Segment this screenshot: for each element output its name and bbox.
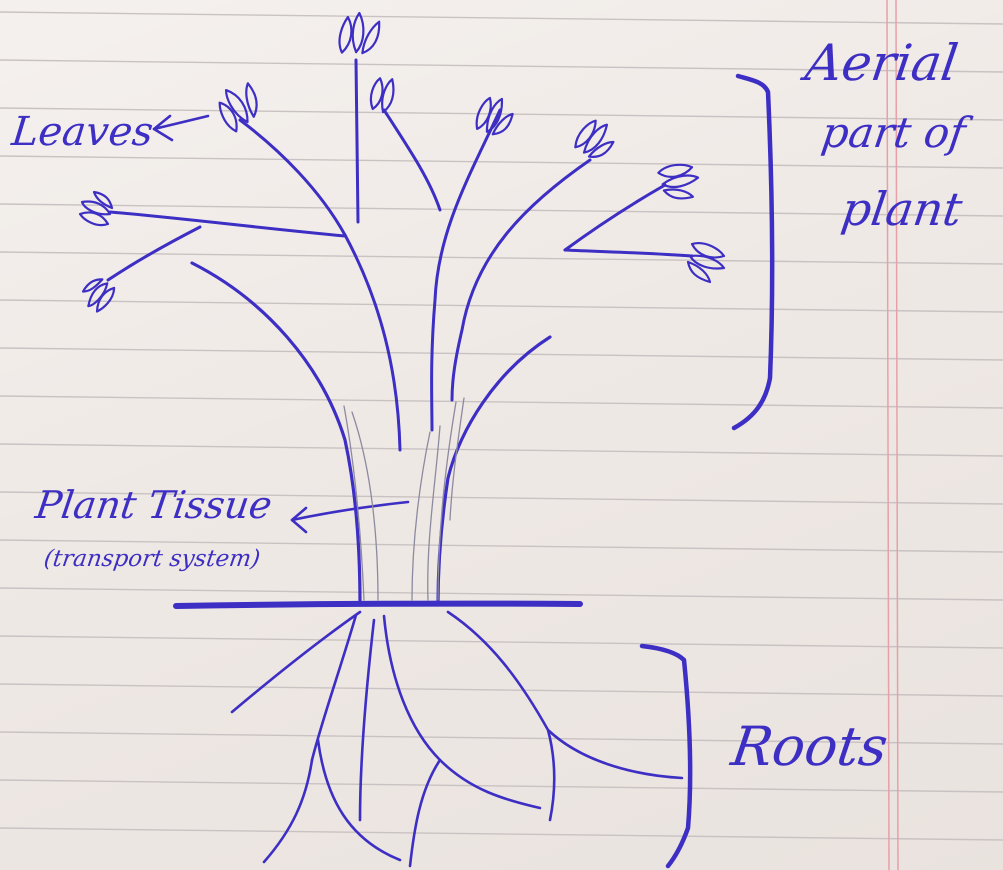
rule-line: [0, 251, 1003, 265]
rule-line: [0, 491, 1003, 505]
rule-line: [0, 731, 1003, 745]
notebook-rule-lines: [0, 11, 1003, 841]
aerial-label-line1: Aerial: [801, 34, 962, 92]
stem: [190, 108, 592, 606]
rule-line: [0, 827, 1003, 841]
tissue-arrow: [290, 500, 410, 534]
roots-bracket: [639, 643, 693, 869]
rule-line: [0, 299, 1003, 313]
aerial-label-line2: part of: [818, 108, 969, 157]
rule-line: [0, 395, 1003, 409]
rule-line: [0, 59, 1003, 73]
roots-label: Roots: [727, 715, 892, 778]
rule-line: [0, 347, 1003, 361]
rule-line: [0, 11, 1003, 25]
roots: [230, 610, 684, 868]
plant-tissue-label: Plant Tissue: [32, 483, 275, 527]
rule-line: [0, 155, 1003, 169]
notebook-margin: [886, 0, 899, 870]
branches: [106, 58, 694, 282]
ground-line: [173, 600, 583, 609]
rule-line: [0, 203, 1003, 217]
leaves-arrow: [152, 114, 210, 142]
aerial-bracket: [731, 73, 775, 431]
rule-line: [0, 779, 1003, 793]
rule-line: [0, 443, 1003, 457]
leaves-label: Leaves: [9, 109, 156, 155]
leaves: [78, 11, 726, 313]
rule-line: [0, 635, 1003, 649]
rule-line: [0, 107, 1003, 121]
rule-line: [0, 587, 1003, 601]
aerial-label-line3: plant: [838, 182, 966, 236]
transport-system-note: (transport system): [42, 546, 262, 572]
rule-line: [0, 539, 1003, 553]
rule-line: [0, 683, 1003, 697]
vascular-tissue: [343, 397, 465, 601]
